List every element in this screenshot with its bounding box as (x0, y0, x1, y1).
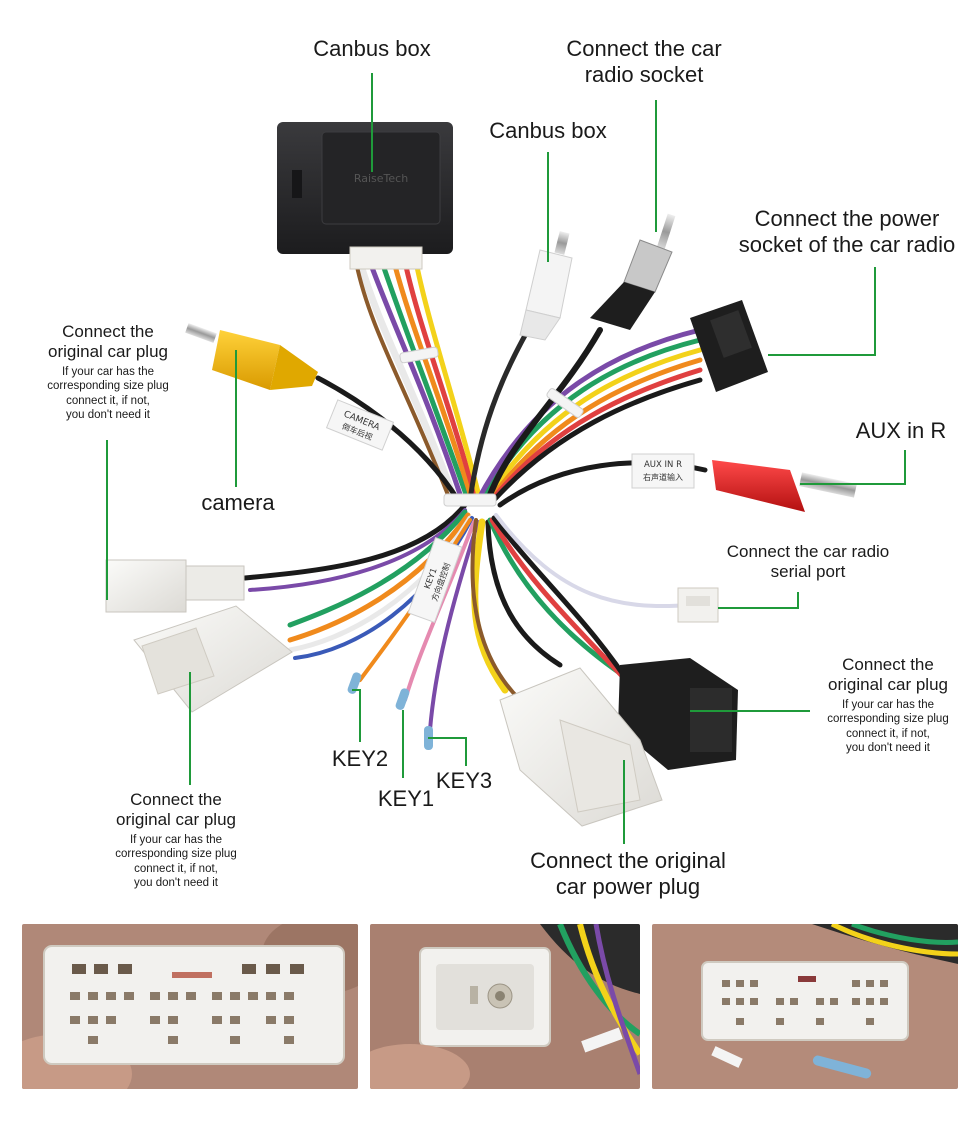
label-canbus-box-rca: Canbus box (489, 118, 607, 143)
wiring-harness-diagram: RaiseTech CAMERA 倒车后视 AUX IN R 右声道输入 (105, 73, 906, 844)
left-original-plug-small (105, 559, 245, 613)
car-power-plug (499, 667, 663, 827)
camera-rca-connector: CAMERA 倒车后视 (185, 323, 395, 451)
aux-tag-text: AUX IN R (644, 460, 682, 470)
key1-wire-tip (395, 688, 410, 710)
photo-connector-middle (370, 924, 640, 1089)
label-aux-in-r: AUX in R (855, 418, 947, 443)
canbus-box: RaiseTech (277, 122, 453, 270)
label-camera: camera (201, 490, 275, 515)
serial-port-plug (677, 587, 719, 623)
label-key2: KEY2 (331, 746, 389, 771)
label-power-socket: Connect the power socket of the car radi… (738, 206, 956, 257)
zip-tie (443, 493, 497, 507)
label-key3: KEY3 (435, 768, 493, 793)
label-original-plug-left: Connect the original car plug If your ca… (47, 322, 169, 422)
photo-connector-right (652, 924, 958, 1089)
aux-tag-text-cn: 右声道输入 (643, 472, 683, 482)
power-socket-connector (690, 300, 768, 392)
box-brand-text: RaiseTech (354, 172, 408, 185)
canbus-rca-connector (519, 231, 573, 341)
label-original-plug-bottom: Connect the original car plug If your ca… (115, 790, 237, 890)
label-original-plug-right: Connect the original car plug If your ca… (827, 655, 949, 755)
key2-wire-tip (347, 672, 362, 694)
label-key1: KEY1 (377, 786, 435, 811)
zip-tie (399, 346, 439, 364)
left-original-plug-large (133, 605, 293, 713)
label-canbus-box-top: Canbus box (313, 36, 431, 61)
label-power-plug: Connect the original car power plug (530, 848, 726, 899)
right-original-plug (618, 658, 738, 770)
zip-tie (546, 388, 584, 418)
aux-rca-connector: AUX IN R 右声道输入 (631, 453, 857, 512)
label-serial-port: Connect the car radio serial port (726, 542, 890, 582)
leader-lines (106, 73, 906, 844)
label-radio-socket: Connect the car radio socket (566, 36, 722, 87)
wire-bundle (242, 258, 708, 732)
photo-connector-left (22, 924, 358, 1089)
radio-antenna-plug (590, 213, 676, 330)
